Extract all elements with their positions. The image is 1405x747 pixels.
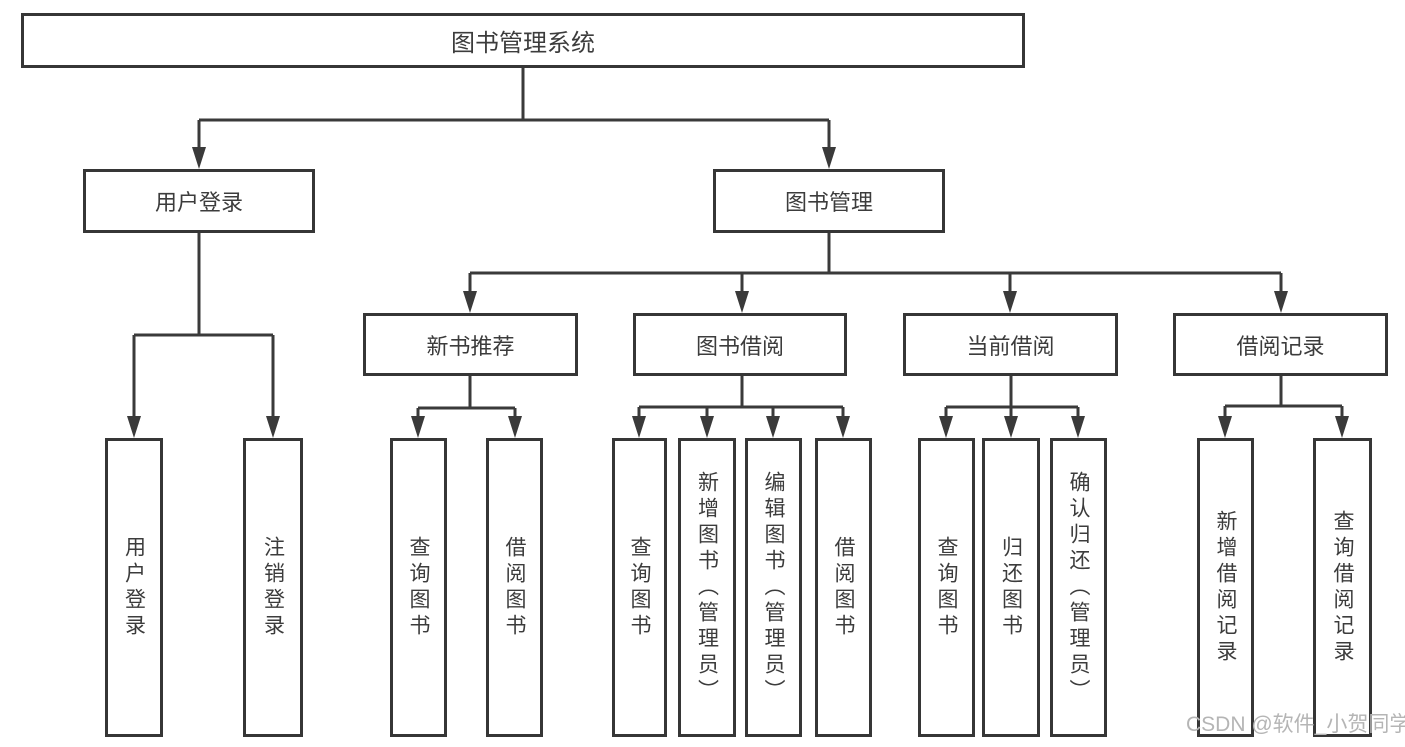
node-borrowing-records: 借阅记录: [1173, 313, 1388, 376]
connector-edges: [132, 68, 1344, 418]
node-label: 归还图书: [999, 535, 1023, 640]
node-label: 查询借阅记录: [1331, 509, 1354, 666]
node-leaf-query-books-2: 查询图书: [612, 438, 667, 737]
node-leaf-query-borrow-record: 查询借阅记录: [1313, 438, 1372, 737]
node-leaf-logout: 注销登录: [243, 438, 303, 737]
node-current-borrowing: 当前借阅: [903, 313, 1118, 376]
node-label: 确认归还（管理员）: [1067, 470, 1090, 705]
connector-arrowheads: [127, 147, 1349, 438]
node-leaf-add-book-admin: 新增图书（管理员）: [678, 438, 736, 737]
node-leaf-query-books-3: 查询图书: [918, 438, 975, 737]
node-label: 用户登录: [122, 535, 146, 640]
node-leaf-user-login: 用户登录: [105, 438, 163, 737]
node-label: 查询图书: [407, 535, 430, 640]
node-label: 查询图书: [628, 535, 651, 640]
node-leaf-add-borrow-record: 新增借阅记录: [1197, 438, 1254, 737]
node-leaf-edit-book-admin: 编辑图书（管理员）: [745, 438, 802, 737]
node-label: 新书推荐: [426, 333, 515, 359]
node-new-book-recommendation: 新书推荐: [363, 313, 578, 376]
node-leaf-borrow-books-2: 借阅图书: [815, 438, 872, 737]
node-leaf-return-book: 归还图书: [982, 438, 1040, 737]
node-label: 借阅图书: [503, 535, 526, 640]
node-label: 用户登录: [154, 190, 243, 215]
node-book-borrowing: 图书借阅: [633, 313, 847, 376]
node-label: 图书借阅: [695, 333, 784, 359]
node-book-management: 图书管理: [713, 169, 945, 233]
node-label: 查询图书: [935, 535, 958, 640]
node-user-login: 用户登录: [83, 169, 315, 233]
node-leaf-borrow-books-1: 借阅图书: [486, 438, 543, 737]
node-label: 注销登录: [261, 535, 285, 640]
node-label: 编辑图书（管理员）: [762, 470, 785, 705]
node-leaf-query-books-1: 查询图书: [390, 438, 447, 737]
node-label: 当前借阅: [966, 333, 1055, 359]
node-library-management-system: 图书管理系统: [21, 13, 1025, 68]
node-label: 新增借阅记录: [1214, 509, 1237, 666]
node-label: 借阅记录: [1236, 333, 1325, 359]
node-label: 图书管理系统: [451, 30, 595, 57]
node-leaf-confirm-return-admin: 确认归还（管理员）: [1050, 438, 1107, 737]
node-label: 新增图书（管理员）: [695, 470, 719, 705]
node-label: 图书管理: [784, 190, 873, 215]
node-label: 借阅图书: [832, 535, 855, 640]
csdn-watermark: CSDN @软件_小贺同学: [1186, 713, 1405, 736]
